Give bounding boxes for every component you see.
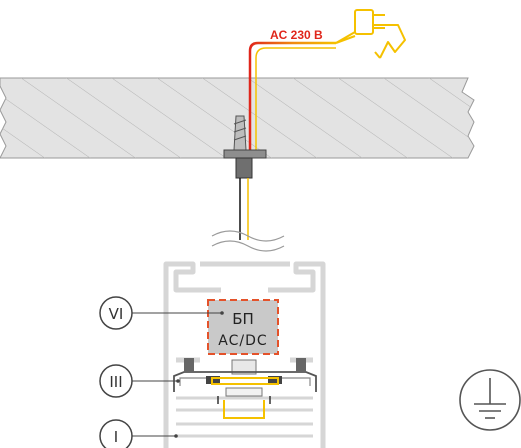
mounting-bracket	[173, 358, 317, 419]
marker-iii-label: III	[109, 373, 122, 391]
psu-label-line2: AC/DC	[218, 333, 267, 349]
marker-i-label: I	[114, 428, 118, 446]
ceiling-screw-icon	[223, 115, 267, 179]
power-supply-unit: БП AC/DC	[207, 299, 279, 355]
supply-cable	[248, 41, 336, 150]
cable-break-mark	[211, 230, 285, 252]
power-plug-icon	[335, 9, 406, 59]
suspension-cable	[239, 178, 249, 302]
marker-iii: III	[99, 364, 180, 398]
psu-label-line1: БП	[232, 310, 254, 328]
marker-vi: VI	[99, 296, 224, 330]
luminaire-profile	[163, 261, 326, 448]
marker-i: I	[99, 419, 178, 448]
power-label: AC 230 B	[270, 28, 323, 42]
ground-symbol-icon	[459, 369, 521, 431]
marker-vi-label: VI	[109, 305, 124, 323]
